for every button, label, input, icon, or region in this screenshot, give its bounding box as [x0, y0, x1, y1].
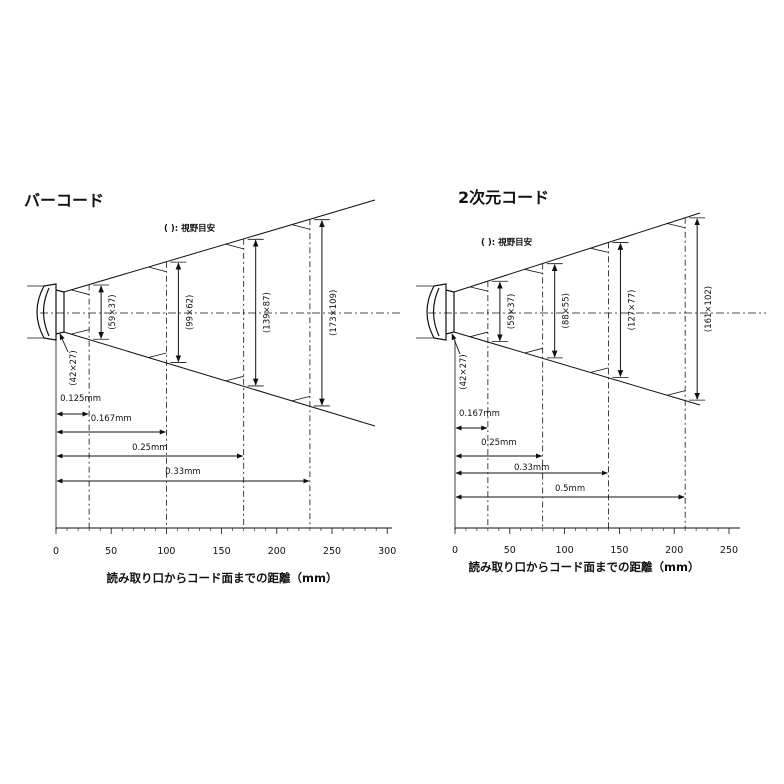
barcode-field-chamfer-top	[225, 243, 244, 250]
barcode-resolution-label-3: 0.25mm	[132, 443, 168, 453]
barcode-tick-label: 200	[268, 546, 286, 557]
barcode-resolution-label-4: 0.33mm	[165, 467, 201, 477]
2d-tick-label: 50	[504, 545, 516, 556]
barcode-scanner-head-icon	[27, 283, 65, 341]
2d-field-chamfer-bottom	[469, 331, 488, 338]
2d-window-size: (42×27)	[459, 354, 469, 389]
barcode-field-chamfer-bottom	[225, 375, 244, 382]
barcode-field-chamfer-top	[71, 289, 90, 295]
barcode-title: バーコード	[24, 191, 104, 210]
2d-tick-label: 150	[610, 545, 628, 556]
barcode-cone-lower-edge	[63, 331, 376, 427]
barcode-field-chamfer-top	[291, 224, 311, 230]
2d-field-chamfer-bottom	[590, 367, 609, 373]
barcode-tick-label: 50	[105, 546, 117, 557]
barcode-tick-label: 300	[378, 546, 396, 557]
barcode-resolution-label-1: 0.125mm	[60, 394, 101, 404]
2d-code-title: 2次元コード	[458, 188, 549, 207]
barcode-tick-label: 0	[53, 546, 59, 557]
barcode-field-chamfer-bottom	[148, 352, 167, 358]
2d-tick-label: 250	[720, 545, 738, 556]
barcode-field-chamfer-top	[148, 266, 167, 273]
barcode-resolution-label-2: 0.167mm	[91, 414, 132, 424]
2d-field-markers: (59×37) (88×55) (127×77) (161×102)	[469, 217, 714, 528]
2d-x-axis-label: 読み取り口からコード面までの距離（mm）	[469, 560, 700, 574]
barcode-window-arrow	[59, 333, 69, 353]
barcode-field-size-label-4: (173×109)	[329, 290, 339, 336]
2d-tick-label: 100	[556, 545, 574, 556]
2d-resolution-label-3: 0.33mm	[514, 463, 550, 473]
2d-field-chamfer-bottom	[667, 390, 686, 396]
2d-field-chamfer-top	[590, 247, 609, 253]
2d-resolution-lines: 0.167mm 0.25mm 0.33mm 0.5mm	[455, 409, 685, 500]
barcode-field-size-label-2: (99×62)	[185, 295, 195, 330]
2d-resolution-label-2: 0.25mm	[481, 438, 517, 448]
2d-resolution-label-1: 0.167mm	[459, 409, 500, 419]
2d-field-chamfer-top	[524, 268, 543, 274]
2d-scanner-head-icon	[416, 283, 455, 341]
2d-code-diagram: 2次元コード ( ): 視野目安 (59×37)(88×55)(127×77)(…	[416, 188, 766, 574]
2d-field-size-label-1: (59×37)	[507, 294, 517, 329]
2d-code-field-note: ( ): 視野目安	[481, 237, 533, 248]
barcode-x-ticks: 0 50 100 150 200 250 300	[53, 528, 396, 557]
barcode-diagram: バーコード ( ): 視野目安 (59×37) (99×62) (139×87) (1…	[24, 191, 400, 585]
2d-field-size-label-3: (127×77)	[627, 290, 637, 331]
2d-field-chamfer-top	[469, 286, 488, 292]
barcode-field-chamfer-bottom	[291, 395, 311, 402]
2d-field-size-label-2: (88×55)	[562, 293, 572, 328]
barcode-field-note: ( ): 視野目安	[164, 223, 216, 234]
2d-tick-label: 0	[452, 545, 458, 556]
barcode-x-axis-label: 読み取り口からコード面までの距離（mm）	[107, 571, 338, 585]
2d-resolution-label-4: 0.5mm	[555, 484, 585, 494]
2d-cone-lower-edge	[453, 331, 701, 406]
barcode-field-chamfer-bottom	[71, 329, 90, 335]
2d-field-chamfer-top	[667, 223, 686, 229]
barcode-cone-upper-edge	[63, 199, 376, 293]
barcode-window-size: (42×27)	[69, 350, 79, 385]
barcode-resolution-lines: 0.125mm 0.167mm 0.25mm 0.33mm	[56, 394, 310, 484]
barcode-tick-label: 150	[213, 546, 231, 557]
2d-cone-upper-edge	[453, 212, 701, 293]
2d-x-ticks: 0 50 100 150 200 250	[452, 528, 738, 556]
barcode-tick-label: 100	[157, 546, 175, 557]
barcode-field-size-label-1: (59×37)	[108, 294, 118, 329]
2d-window-arrow	[451, 333, 461, 355]
2d-field-chamfer-bottom	[524, 347, 543, 354]
barcode-field-markers: (59×37) (99×62) (139×87) (173×109)	[71, 219, 339, 528]
2d-field-size-label-4: (161×102)	[704, 286, 714, 332]
2d-tick-label: 200	[665, 545, 683, 556]
barcode-field-size-label-3: (139×87)	[263, 292, 273, 333]
barcode-tick-label: 250	[323, 546, 341, 557]
